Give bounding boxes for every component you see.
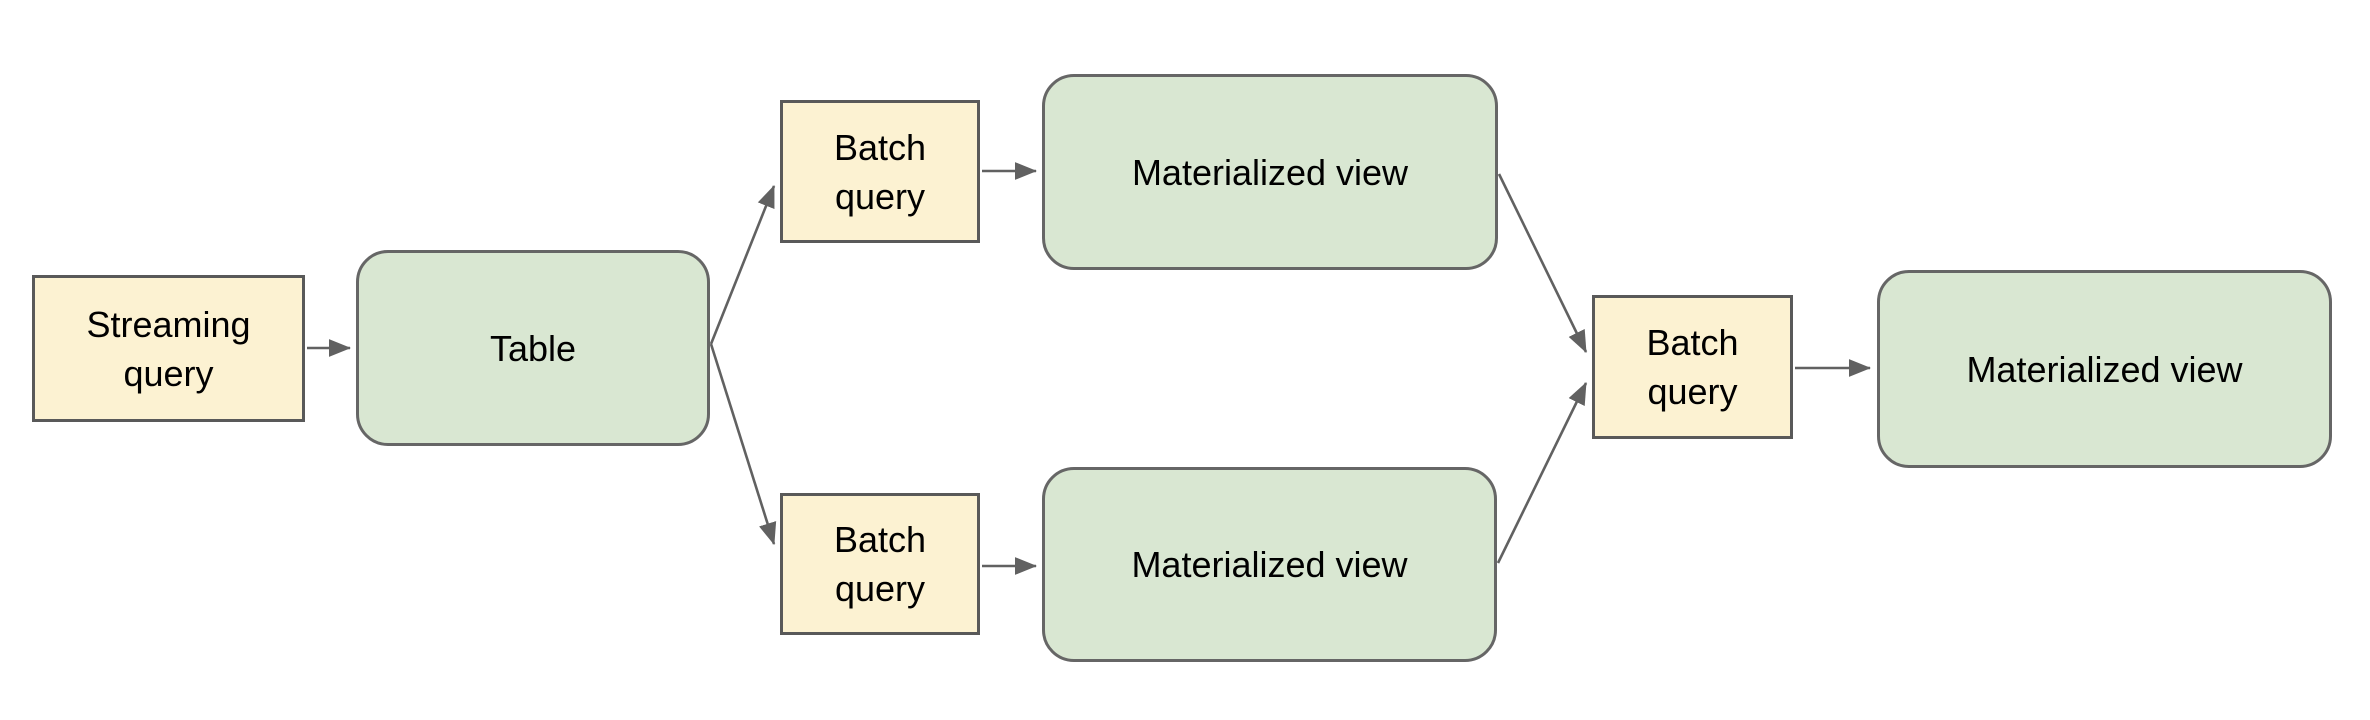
node-materialized-view-final: Materialized view <box>1877 270 2332 468</box>
node-materialized-view-top-label: Materialized view <box>1131 151 1409 193</box>
arrow-matview-top-to-batch-query-merge <box>1497 173 1588 354</box>
node-streaming-query-label: Streaming query <box>86 303 251 394</box>
node-materialized-view-bottom: Materialized view <box>1042 467 1497 662</box>
arrow-table-to-batch-query-bottom <box>709 343 777 546</box>
node-materialized-view-final-label: Materialized view <box>1966 348 2243 390</box>
node-batch-query-top: Batch query <box>780 100 980 243</box>
node-batch-query-merge: Batch query <box>1592 295 1793 439</box>
node-materialized-view-bottom-label: Materialized view <box>1131 544 1408 585</box>
node-batch-query-merge-label: Batch query <box>1646 322 1739 412</box>
node-batch-query-bottom-label: Batch query <box>833 519 927 609</box>
node-streaming-query: Streaming query <box>32 275 305 422</box>
node-table-label: Table <box>489 327 577 369</box>
node-batch-query-bottom: Batch query <box>780 493 980 635</box>
node-materialized-view-top: Materialized view <box>1042 74 1498 270</box>
node-table: Table <box>356 250 710 446</box>
arrow-matview-bottom-to-batch-query-merge <box>1496 381 1588 564</box>
node-batch-query-top-label: Batch query <box>833 126 927 217</box>
arrow-table-to-batch-query-top <box>709 184 776 345</box>
